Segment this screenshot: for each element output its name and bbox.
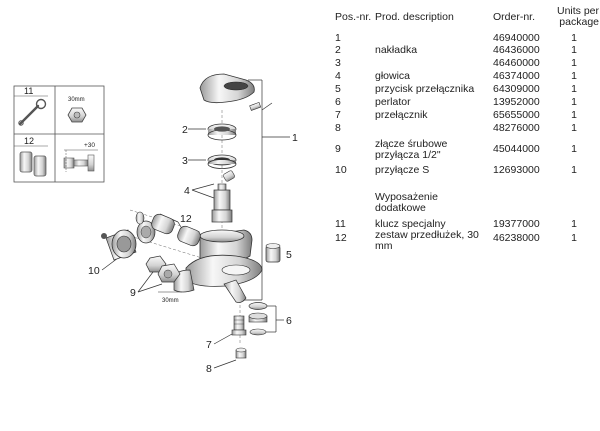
callout-5: 5: [286, 249, 292, 261]
part-extension-set: [135, 211, 201, 247]
row-pos: 9: [335, 143, 341, 155]
row-pos: 8: [335, 122, 341, 134]
row-pos: 12: [335, 232, 347, 244]
row-order-nr: 45044000: [493, 143, 540, 155]
callout-10: 10: [88, 265, 100, 277]
row-description: przycisk przełącznika: [375, 83, 475, 95]
part-diverter: [231, 315, 247, 336]
part-switch-button: [223, 170, 235, 182]
legend-nut-size: 30mm: [68, 97, 85, 103]
callout-9: 9: [130, 287, 136, 299]
part-s-connectors: [101, 220, 156, 261]
extension-sleeves-icon: [19, 151, 47, 177]
row-description: przełącznik: [375, 109, 428, 121]
row-description: zestaw przedłużek, 30 mm: [375, 229, 479, 252]
row-units: 1: [571, 143, 577, 155]
callout-4: 4: [184, 185, 190, 197]
row-pos: 2: [335, 44, 341, 56]
accessory-legend-box: 11 12 30mm +30: [13, 85, 105, 183]
row-units: 1: [571, 218, 577, 230]
row-pos: 5: [335, 83, 341, 95]
row-order-nr: 46374000: [493, 70, 540, 82]
part-side-cap: [265, 243, 281, 263]
row-units: 1: [571, 96, 577, 108]
row-pos: 1: [335, 32, 341, 44]
row-order-nr: 19377000: [493, 218, 540, 230]
leader-lines: [101, 79, 290, 369]
callout-1: 1: [292, 132, 298, 144]
callout-3: 3: [182, 155, 188, 167]
legend-extension-label: +30: [84, 142, 95, 149]
row-pos: 3: [335, 57, 341, 69]
row-units: 1: [571, 44, 577, 56]
header-description: Prod. description: [375, 11, 454, 23]
row-pos: 7: [335, 109, 341, 121]
row-pos: 10: [335, 164, 347, 176]
row-order-nr: 48276000: [493, 122, 540, 134]
row-units: 1: [571, 70, 577, 82]
row-order-nr: 46436000: [493, 44, 540, 56]
part-nut: [207, 154, 237, 169]
callout-2: 2: [182, 124, 188, 136]
part-cover-ring: [207, 123, 237, 141]
row-order-nr: 46940000: [493, 32, 540, 44]
legend-label-11: 11: [24, 86, 33, 96]
row-description: przyłącze S: [375, 164, 430, 176]
extension-fitting-icon: [63, 149, 98, 172]
row-order-nr: 46460000: [493, 57, 540, 69]
callout-7: 7: [206, 339, 212, 351]
row-order-nr: 13952000: [493, 96, 540, 108]
parts-table: Pos.-nr. Prod. description Order-nr. Uni…: [333, 0, 600, 431]
callout-6: 6: [286, 315, 292, 327]
row-units: 1: [571, 83, 577, 95]
row-units: 1: [571, 57, 577, 69]
row-description: nakładka: [375, 44, 418, 56]
row-pos: 4: [335, 70, 341, 82]
part-handle-lever: [199, 73, 262, 111]
part-cartridge: [211, 183, 233, 223]
row-order-nr: 46238000: [493, 232, 540, 244]
callout-12: 12: [180, 213, 192, 225]
header-units: Units per package: [556, 5, 599, 28]
row-units: 1: [571, 32, 577, 44]
row-order-nr: 64309000: [493, 83, 540, 95]
row-pos: 6: [335, 96, 341, 108]
dimension-30mm-label: 30mm: [162, 298, 179, 304]
row-order-nr: 65655000: [493, 109, 540, 121]
row-description: głowica: [375, 70, 411, 82]
wrench-icon: [18, 98, 47, 126]
row-order-nr: 12693000: [493, 164, 540, 176]
row-description: klucz specjalny: [375, 218, 446, 230]
part-small-nut: [235, 347, 247, 359]
hex-nut-icon: [67, 107, 87, 123]
row-pos: 11: [335, 218, 346, 230]
header-pos: Pos.-nr.: [335, 11, 372, 23]
row-description: złącze śrubowe przyłącza 1/2": [375, 138, 448, 161]
legend-label-12: 12: [24, 136, 34, 146]
row-units: 1: [571, 164, 577, 176]
part-union-nuts: 30mm: [145, 255, 182, 304]
row-description: Wyposażenie dodatkowe: [375, 191, 438, 214]
row-description: perlator: [375, 96, 411, 108]
header-order-nr: Order-nr.: [493, 11, 536, 23]
row-units: 1: [571, 122, 577, 134]
row-units: 1: [571, 109, 577, 121]
callout-8: 8: [206, 363, 212, 375]
part-aerator: [248, 302, 268, 336]
exploded-view-diagram: 11 12 30mm +30: [13, 73, 298, 375]
row-units: 1: [571, 232, 577, 244]
